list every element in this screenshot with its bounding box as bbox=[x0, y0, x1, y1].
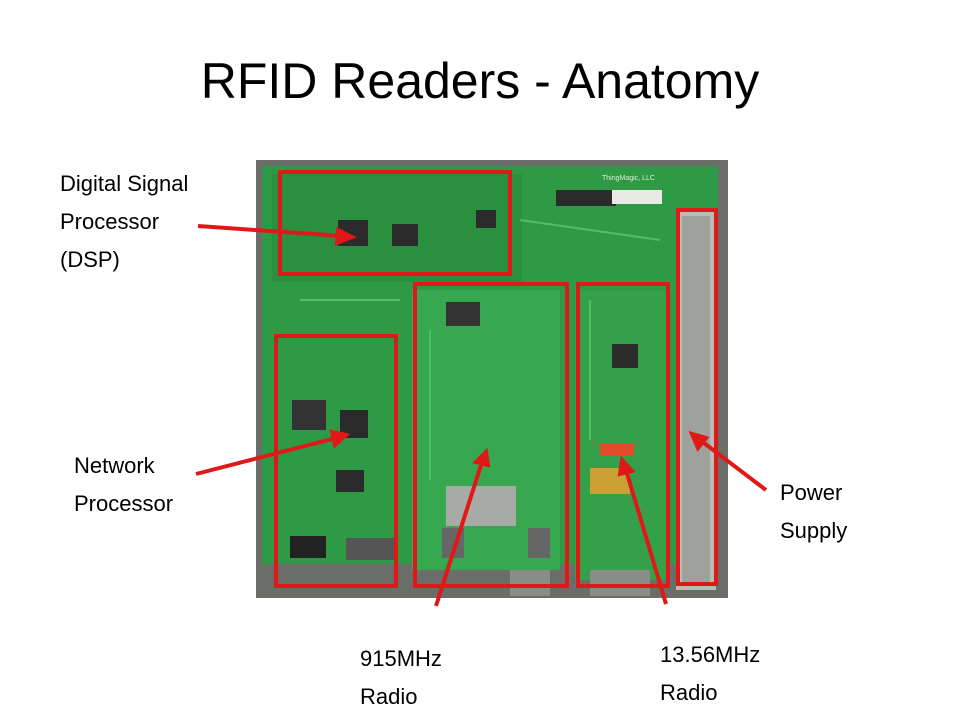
radio-1356-arrow bbox=[624, 469, 668, 605]
radio-1356-callout-line-1: 13.56MHz bbox=[660, 642, 761, 667]
dsp-callout-line-2: Processor bbox=[60, 209, 160, 234]
dsp-region-box bbox=[278, 170, 512, 276]
network-arrow bbox=[195, 436, 337, 476]
power-callout-label: Power Supply bbox=[780, 474, 847, 550]
radio-1356-region-box bbox=[576, 282, 670, 588]
power-arrow bbox=[698, 438, 768, 492]
callout-arrows bbox=[195, 224, 768, 607]
power-callout-line-2: Supply bbox=[780, 518, 848, 543]
network-callout-line-1: Network bbox=[74, 453, 155, 478]
network-region-box bbox=[274, 334, 398, 588]
pcb-photo: ThingMagic, LLC bbox=[256, 160, 728, 598]
silkscreen-maker: ThingMagic, LLC bbox=[602, 175, 655, 182]
dsp-callout-label: Digital Signal Processor (DSP) bbox=[60, 165, 188, 279]
radio-915-callout-label: 915MHz Radio bbox=[360, 640, 442, 716]
radio-1356-callout-label: 13.56MHz Radio bbox=[660, 636, 760, 712]
highlight-boxes bbox=[274, 170, 718, 588]
dsp-callout-line-3: (DSP) bbox=[60, 247, 120, 272]
radio-915-callout-line-1: 915MHz bbox=[360, 646, 442, 671]
radio-915-arrow bbox=[434, 461, 484, 607]
dsp-arrow bbox=[197, 224, 343, 238]
power-supply-region-box bbox=[676, 208, 718, 586]
radio-1356-callout-line-2: Radio bbox=[660, 680, 718, 705]
power-callout-line-1: Power bbox=[780, 480, 843, 505]
network-callout-label: Network Processor bbox=[74, 447, 173, 523]
radio-915-region-box bbox=[413, 282, 569, 588]
network-callout-line-2: Processor bbox=[74, 491, 174, 516]
dsp-callout-line-1: Digital Signal bbox=[60, 171, 189, 196]
slide-title: RFID Readers - Anatomy bbox=[200, 53, 760, 109]
radio-915-callout-line-2: Radio bbox=[360, 684, 418, 709]
